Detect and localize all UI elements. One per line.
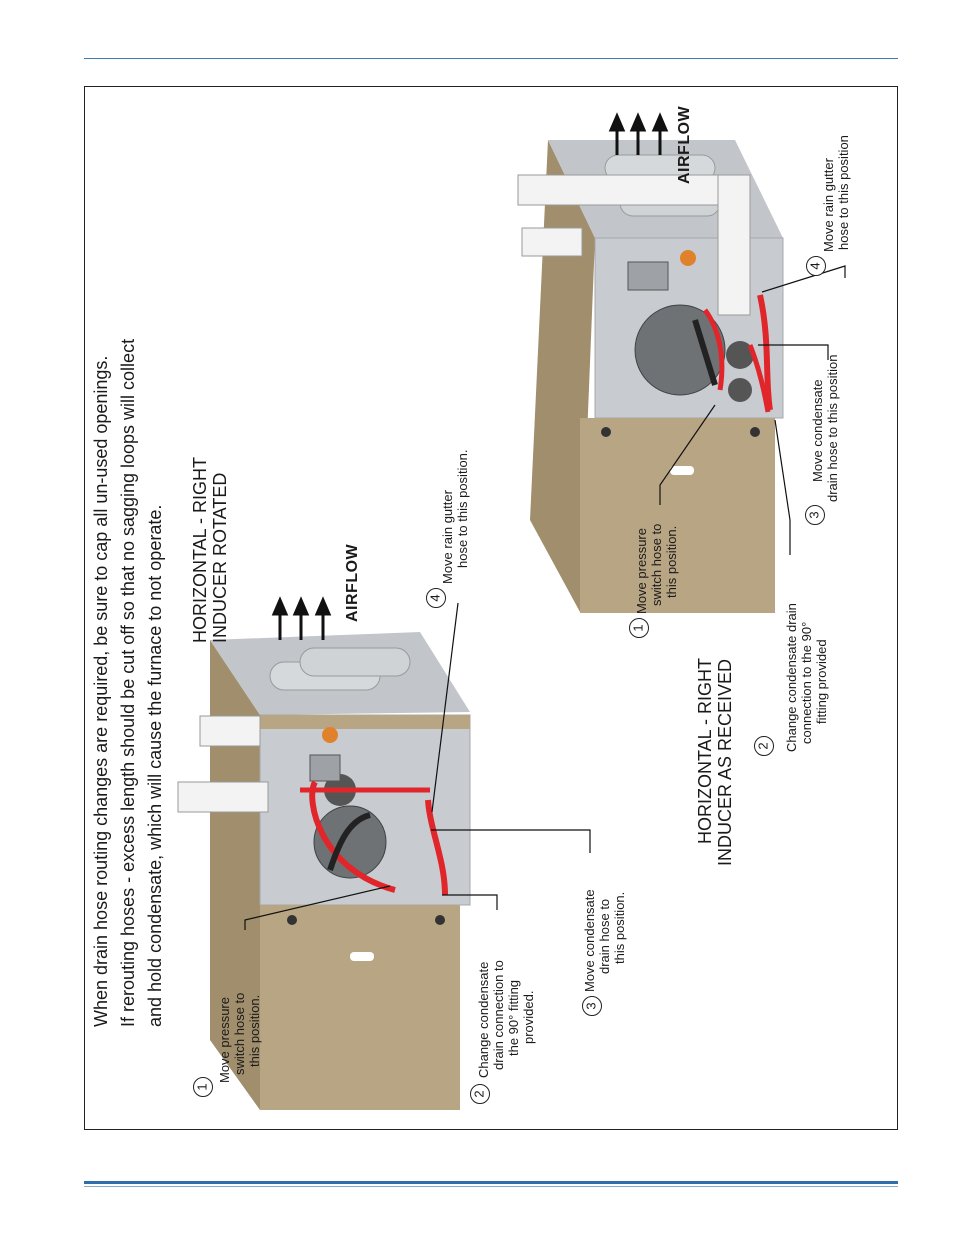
right-callout-3: Move condensate drain hose to this posit… xyxy=(810,354,840,502)
right-callout-1: Move pressure switch hose to this positi… xyxy=(634,523,679,614)
left-airflow-label: AIRFLOW xyxy=(344,543,361,622)
note-line-1: When drain hose routing changes are requ… xyxy=(91,355,111,1027)
left-furnace-illustration xyxy=(177,596,591,1110)
right-airflow-label: AIRFLOW xyxy=(676,105,693,184)
left-vent-pipe-1 xyxy=(177,781,269,813)
right-callout-3-number: 3 xyxy=(805,505,825,525)
left-furnace-lower-panel xyxy=(260,905,460,1110)
right-vent-pipe-1 xyxy=(517,174,729,206)
left-vent-pipe-2 xyxy=(199,715,261,747)
header-rule xyxy=(84,58,898,59)
left-callout-2: Change condensate drain connection to th… xyxy=(476,960,536,1078)
right-figure-heading: HORIZONTAL - RIGHT INDUCER AS RECEIVED xyxy=(695,658,735,866)
figure-frame xyxy=(84,86,898,1130)
footer-rule xyxy=(84,1181,898,1184)
right-callout-1-number: 1 xyxy=(629,618,649,638)
left-callout-1: Move pressure switch hose to this positi… xyxy=(217,992,262,1083)
left-callout-4: Move rain gutter hose to this position. xyxy=(440,449,470,584)
right-callout-4: Move rain gutter hose to this position xyxy=(821,135,851,252)
right-vent-pipe-2 xyxy=(521,227,583,257)
general-note: When drain hose routing changes are requ… xyxy=(88,339,169,1027)
footer-rule-thin xyxy=(84,1186,898,1187)
right-callout-2-number: 2 xyxy=(754,736,774,756)
right-callout-2: Change condensate drain connection to th… xyxy=(784,603,829,752)
left-callout-4-number: 4 xyxy=(426,588,446,608)
left-callout-3-number: 3 xyxy=(582,996,602,1016)
left-furnace-side xyxy=(210,640,260,1110)
note-line-2: If rerouting hoses - excess length shoul… xyxy=(118,338,138,1027)
right-furnace-side xyxy=(530,140,595,612)
right-furnace-lower-panel xyxy=(580,418,775,613)
right-furnace-illustration xyxy=(517,112,846,613)
right-callout-4-number: 4 xyxy=(806,256,826,276)
left-callout-1-number: 1 xyxy=(193,1077,213,1097)
note-line-3: and hold condensate, which will cause th… xyxy=(145,504,165,1027)
left-callout-2-number: 2 xyxy=(470,1084,490,1104)
left-callout-3: Move condensate drain hose to this posit… xyxy=(582,889,627,992)
left-figure-heading: HORIZONTAL - RIGHT INDUCER ROTATED xyxy=(190,457,230,643)
